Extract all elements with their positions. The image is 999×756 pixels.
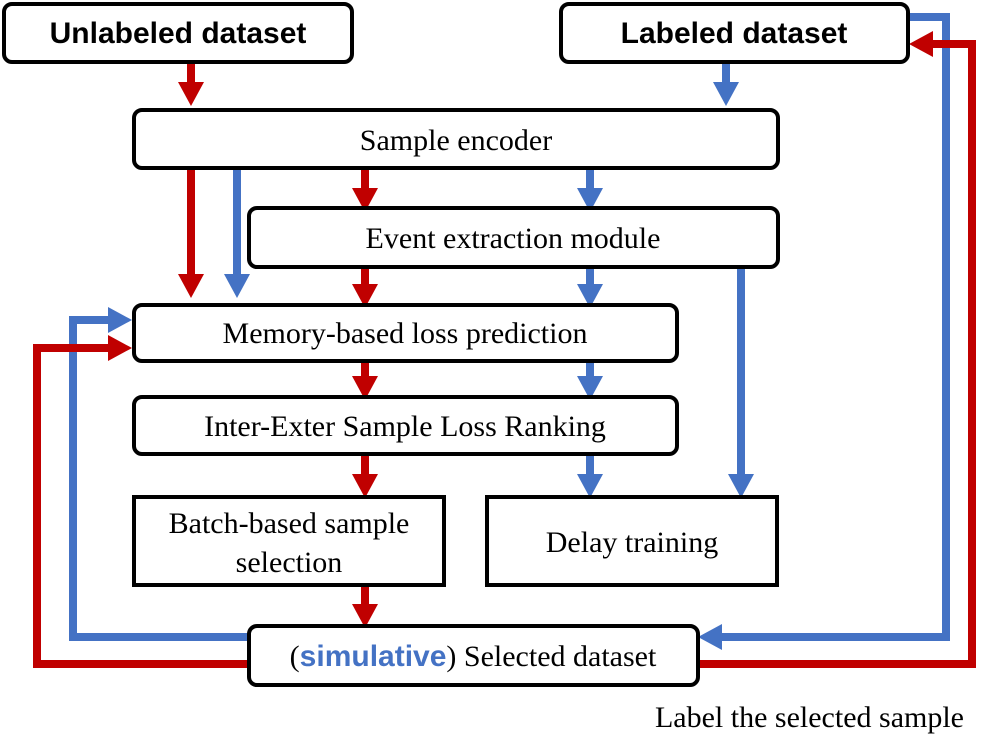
selected-dataset-label: (simulative) Selected dataset xyxy=(290,640,657,673)
arrowhead-event-delay xyxy=(728,474,754,498)
labeled-dataset-box: Labeled dataset xyxy=(559,2,910,64)
selected-dataset-box: (simulative) Selected dataset xyxy=(247,624,700,687)
delay-training-label: Delay training xyxy=(546,526,718,559)
batch-selection-label-line1: Batch-based sample xyxy=(169,507,410,540)
arrowhead-ranking-delay xyxy=(577,474,603,498)
arrowhead-event-memory-blue xyxy=(577,284,603,308)
event-extraction-label: Event extraction module xyxy=(366,222,661,255)
feedback-selected-to-memory-red xyxy=(33,344,249,668)
arrowhead-memory-ranking-blue xyxy=(577,376,603,400)
event-extraction-box: Event extraction module xyxy=(247,206,780,269)
arrowhead-feedback-memory-blue xyxy=(108,307,132,333)
arrowhead-encoder-memory-red xyxy=(178,274,204,298)
arrowhead-unlabeled-encoder xyxy=(178,82,204,106)
unlabeled-dataset-label: Unlabeled dataset xyxy=(50,17,307,50)
loss-ranking-box: Inter-Exter Sample Loss Ranking xyxy=(132,395,679,456)
arrowhead-labeled-selected xyxy=(698,624,722,650)
arrowhead-selected-labeled xyxy=(909,31,933,57)
arrowhead-labeled-encoder xyxy=(713,82,739,106)
batch-selection-box: Batch-based sample selection xyxy=(132,495,446,587)
batch-selection-label-line2: selection xyxy=(236,546,343,579)
feedback-labeled-to-selected-blue xyxy=(718,13,950,641)
arrowhead-encoder-memory-blue xyxy=(224,274,250,298)
loss-ranking-label: Inter-Exter Sample Loss Ranking xyxy=(204,410,606,443)
sample-encoder-box: Sample encoder xyxy=(132,108,780,170)
arrowhead-encoder-event-blue xyxy=(577,188,603,212)
sample-encoder-label: Sample encoder xyxy=(360,124,552,157)
memory-loss-prediction-label: Memory-based loss prediction xyxy=(223,317,588,350)
selected-dataset-open-paren: ( xyxy=(290,640,300,673)
labeled-dataset-label: Labeled dataset xyxy=(621,17,848,50)
selected-dataset-rest: ) Selected dataset xyxy=(446,640,657,673)
arrowhead-encoder-event-red xyxy=(352,188,378,212)
arrowhead-feedback-memory-red xyxy=(108,335,132,361)
arrowhead-memory-ranking-red xyxy=(352,376,378,400)
delay-training-box: Delay training xyxy=(485,495,779,587)
feedback-selected-to-memory-blue xyxy=(69,316,249,641)
feedback-selected-to-labeled-red xyxy=(698,40,976,668)
simulative-highlight: simulative xyxy=(300,640,447,673)
memory-loss-prediction-box: Memory-based loss prediction xyxy=(132,303,679,363)
label-selected-sample-annotation: Label the selected sample xyxy=(655,701,964,734)
unlabeled-dataset-box: Unlabeled dataset xyxy=(2,2,354,64)
arrowhead-batch-selected xyxy=(352,604,378,628)
arrowhead-ranking-batch xyxy=(352,474,378,498)
arrowhead-event-memory-red xyxy=(352,284,378,308)
